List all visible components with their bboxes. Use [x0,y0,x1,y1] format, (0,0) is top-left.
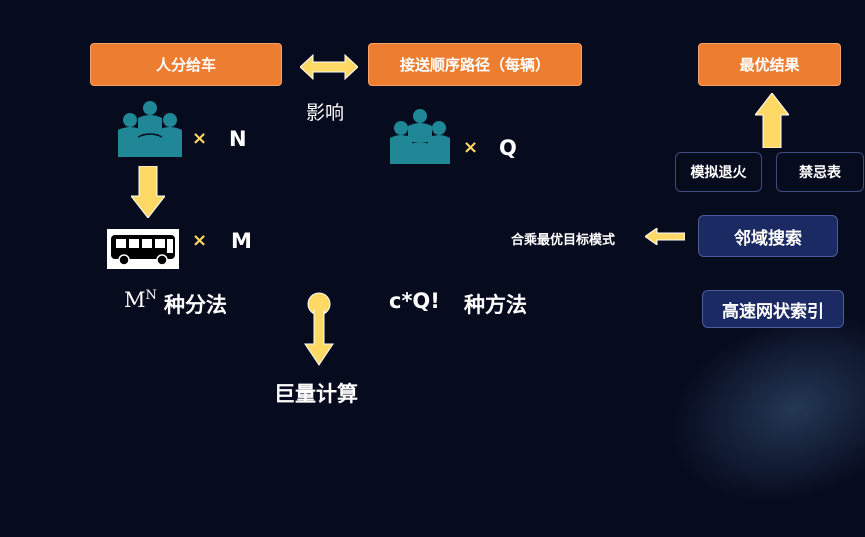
cq-methods-label: 种方法 [464,293,527,317]
q-label: Q [499,136,517,160]
mn-formula: MN [124,288,157,312]
simulated-annealing-box: 模拟退火 [675,152,762,192]
double-arrow-icon [300,54,358,80]
merge-mode-label: 合乘最优目标模式 [511,233,616,248]
neighborhood-search-box: 邻域搜索 [698,215,838,257]
assign-box: 人分给车 [90,43,282,86]
simulated-annealing-label: 模拟退火 [690,165,747,181]
mn-methods-label: 种分法 [164,293,227,317]
mn-exponent: N [145,288,157,303]
best-result-label: 最优结果 [739,56,800,74]
tabu-list-box: 禁忌表 [776,152,864,192]
people-group-icon-2 [390,109,450,164]
down-arrow-icon [131,166,165,218]
best-result-box: 最优结果 [698,43,841,86]
mesh-index-label: 高速网状索引 [722,301,824,322]
times-q-mark: × [463,137,479,158]
people-group-icon [118,101,182,157]
neighborhood-search-label: 邻域搜索 [734,228,802,249]
mn-base: M [124,288,146,312]
left-arrow-icon [645,228,685,245]
cq-formula: c*Q! [389,289,440,313]
m-label: M [231,229,252,253]
tabu-list-label: 禁忌表 [799,165,841,181]
huge-computation-label: 巨量计算 [274,382,358,406]
thermometer-arrow-icon [304,292,334,366]
n-label: N [229,127,247,151]
bus-icon [107,229,179,269]
times-n-mark: × [192,128,208,149]
route-label: 接送顺序路径（每辆） [399,56,550,74]
times-m-mark: × [192,230,208,251]
assign-label: 人分给车 [155,56,216,74]
up-arrow-icon [755,93,789,148]
influence-label: 影响 [306,102,345,124]
route-box: 接送顺序路径（每辆） [368,43,582,86]
mesh-index-box: 高速网状索引 [702,290,844,328]
